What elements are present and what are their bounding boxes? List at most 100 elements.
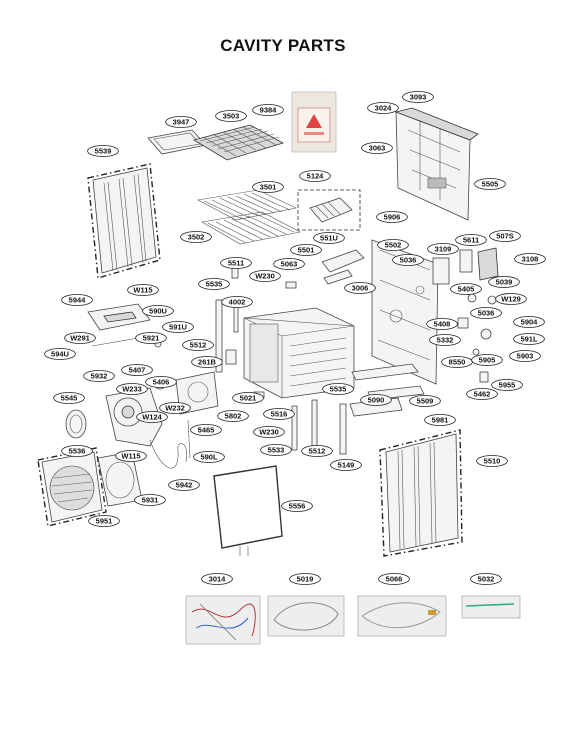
part-label: 5406 xyxy=(145,376,177,388)
part-label: 5951 xyxy=(88,515,120,527)
part-label: 5509 xyxy=(409,395,441,407)
part-label: 5932 xyxy=(83,370,115,382)
part-label: 5802 xyxy=(217,410,249,422)
part-label-oval xyxy=(142,305,174,317)
part-label-oval xyxy=(134,494,166,506)
heater-5124 xyxy=(297,189,361,231)
part-label-oval xyxy=(198,278,230,290)
part-label: W230 xyxy=(253,426,285,438)
part-label: 590U xyxy=(142,305,174,317)
part-label: 3109 xyxy=(427,243,459,255)
part-label-oval xyxy=(470,307,502,319)
part-label-oval xyxy=(127,284,159,296)
part-label: 3502 xyxy=(180,231,212,243)
part-label-oval xyxy=(193,451,225,463)
oven-rack-3502 xyxy=(201,211,301,245)
part-label-text: 5533 xyxy=(268,446,285,455)
part-label-oval xyxy=(88,515,120,527)
part-label-text: 590L xyxy=(200,453,218,462)
part-label-oval xyxy=(61,445,93,457)
part-label-oval xyxy=(249,270,281,282)
part-label-text: 507S xyxy=(496,232,514,241)
part-label-text: 591U xyxy=(169,323,187,332)
part-label-text: 5501 xyxy=(298,246,315,255)
part-label: 5019 xyxy=(289,573,321,585)
part-label-text: 5931 xyxy=(142,496,159,505)
part-label-text: 5063 xyxy=(281,260,298,269)
part-label-text: 5944 xyxy=(69,296,87,305)
part-label-text: 5405 xyxy=(458,285,475,294)
part-label-oval xyxy=(87,145,119,157)
part-label-text: 9384 xyxy=(260,106,278,115)
part-label-oval xyxy=(115,450,147,462)
part-label-text: 3093 xyxy=(410,93,427,102)
part-label: 5545 xyxy=(53,392,85,404)
part-label-text: 590U xyxy=(149,307,167,316)
part-label: 5405 xyxy=(450,283,482,295)
part-label-text: 5516 xyxy=(271,410,288,419)
part-label-text: 5149 xyxy=(338,461,355,470)
part-label-oval xyxy=(470,573,502,585)
part-label-text: 5408 xyxy=(434,320,451,329)
part-label-text: 5124 xyxy=(307,172,325,181)
part-label: 3093 xyxy=(402,91,434,103)
part-label-oval xyxy=(495,293,527,305)
part-label-text: 5332 xyxy=(437,336,454,345)
part-label-text: 594U xyxy=(51,350,69,359)
part-label-oval xyxy=(376,211,408,223)
part-label-text: 5802 xyxy=(225,412,242,421)
part-label-oval xyxy=(168,479,200,491)
part-label: 5408 xyxy=(426,318,458,330)
part-label: 5501 xyxy=(290,244,322,256)
part-label-text: 5512 xyxy=(309,447,326,456)
part-label: 5535 xyxy=(198,278,230,290)
wire-harness-photo-3014 xyxy=(185,595,261,645)
part-label-oval xyxy=(281,500,313,512)
part-label-oval xyxy=(201,573,233,585)
part-label: 5066 xyxy=(378,573,410,585)
part-label-oval xyxy=(232,392,264,404)
part-label-text: 5502 xyxy=(385,241,402,250)
part-label: 5039 xyxy=(488,276,520,288)
part-label-oval xyxy=(488,276,520,288)
part-label: 5516 xyxy=(263,408,295,420)
part-label: 5511 xyxy=(220,257,252,269)
part-label-oval xyxy=(361,142,393,154)
part-label-text: 3947 xyxy=(173,118,190,127)
part-label-oval xyxy=(165,116,197,128)
part-label-text: 5921 xyxy=(143,334,160,343)
wire-harness-photo-5066 xyxy=(357,595,447,637)
part-label-oval xyxy=(263,408,295,420)
part-label: 3947 xyxy=(165,116,197,128)
oven-rack-3501 xyxy=(197,189,297,221)
part-label-oval xyxy=(409,395,441,407)
wire-shelf-3503 xyxy=(192,124,285,161)
part-label-text: 5512 xyxy=(190,341,207,350)
part-label: 5981 xyxy=(424,414,456,426)
part-label: 5942 xyxy=(168,479,200,491)
part-label-oval xyxy=(180,231,212,243)
part-label-text: W124 xyxy=(142,413,162,422)
part-label: W115 xyxy=(115,450,147,462)
part-label: 5921 xyxy=(135,332,167,344)
part-label-text: 5019 xyxy=(297,575,314,584)
part-label-oval xyxy=(252,104,284,116)
part-label-text: 5509 xyxy=(417,397,434,406)
part-label-text: 5090 xyxy=(368,396,385,405)
part-label-oval xyxy=(450,283,482,295)
part-label-text: W291 xyxy=(70,334,90,343)
part-label-oval xyxy=(190,424,222,436)
part-label-oval xyxy=(429,334,461,346)
part-label-text: 5904 xyxy=(521,318,539,327)
part-label-oval xyxy=(182,339,214,351)
part-label-text: 3109 xyxy=(435,245,452,254)
part-label: 551U xyxy=(313,232,345,244)
part-label-text: 5955 xyxy=(499,381,516,390)
part-label-text: 5505 xyxy=(482,180,499,189)
part-label-text: 551U xyxy=(320,234,338,243)
part-label-text: 5036 xyxy=(400,256,417,265)
part-label-oval xyxy=(392,254,424,266)
part-label: 5512 xyxy=(182,339,214,351)
